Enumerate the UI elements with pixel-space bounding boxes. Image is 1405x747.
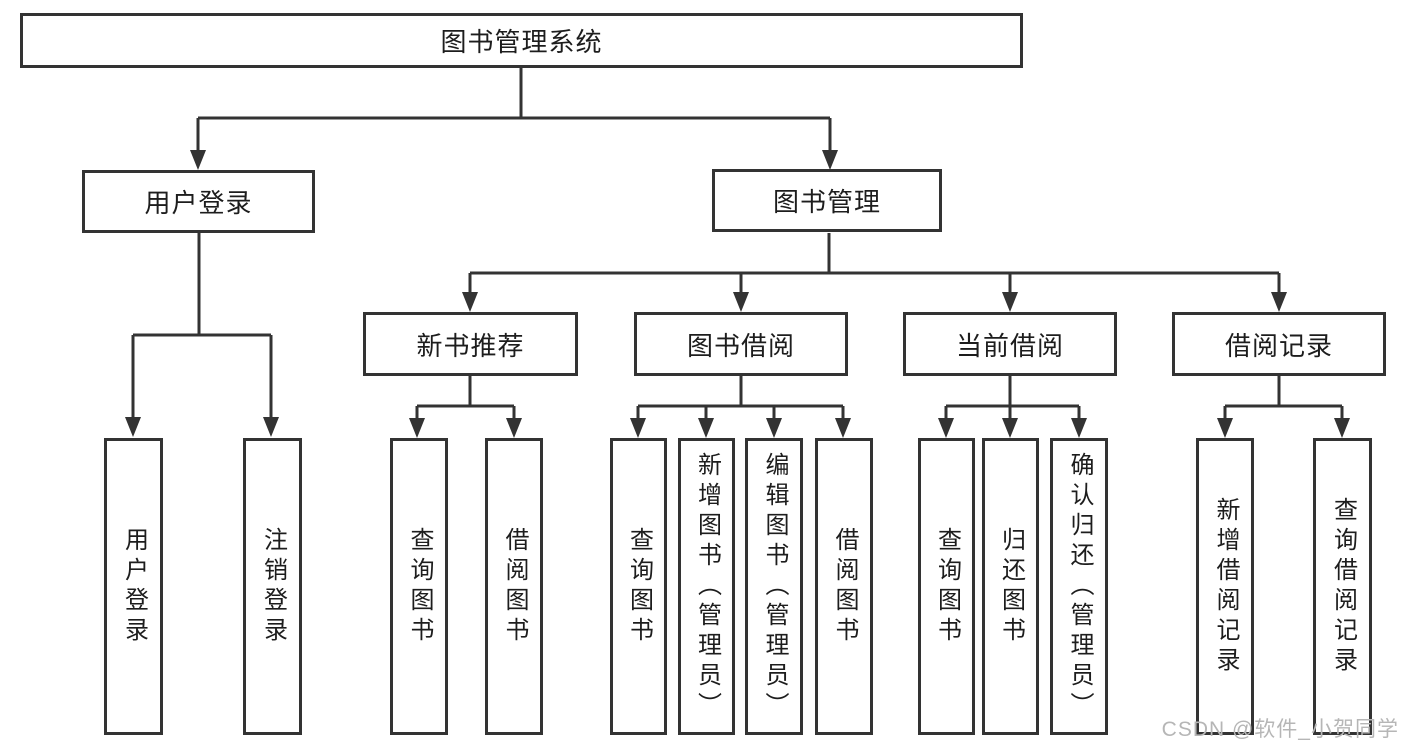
node-root-system: 图书管理系统 [20,13,1023,68]
connector-bookborrow-to-leaves [630,376,851,438]
connector-newbook-to-leaves [409,376,522,438]
leaf-borrow-borrow-books: 借阅图书 [815,438,873,735]
leaf-user-login: 用户登录 [104,438,163,735]
node-current-borrow: 当前借阅 [903,312,1117,376]
leaf-add-books-admin: 新增图书（管理员） [678,438,735,735]
leaf-return-books: 归还图书 [982,438,1039,735]
leaf-newbook-borrow-books: 借阅图书 [485,438,543,735]
connector-borrowrecord-to-leaves [1217,376,1350,438]
leaf-edit-books-admin: 编辑图书（管理员） [745,438,803,735]
node-user-login-branch: 用户登录 [82,170,315,233]
leaf-newbook-query-books: 查询图书 [390,438,448,735]
node-book-management-branch: 图书管理 [712,169,942,232]
connector-userlogin-to-leaves [125,233,279,437]
leaf-query-borrow-record: 查询借阅记录 [1313,438,1372,735]
csdn-watermark: CSDN @软件_小贺同学 [1161,718,1399,741]
connector-root-to-level2 [190,68,838,170]
node-new-book-recommend: 新书推荐 [363,312,578,376]
node-borrow-record: 借阅记录 [1172,312,1386,376]
leaf-confirm-return-admin: 确认归还（管理员） [1050,438,1108,735]
node-book-borrow: 图书借阅 [634,312,848,376]
connector-currentborrow-to-leaves [938,376,1087,438]
leaf-logout: 注销登录 [243,438,302,735]
leaf-current-query-books: 查询图书 [918,438,975,735]
leaf-add-borrow-record: 新增借阅记录 [1196,438,1254,735]
leaf-borrow-query-books: 查询图书 [610,438,667,735]
connector-bookmgmt-to-level3 [462,233,1287,312]
